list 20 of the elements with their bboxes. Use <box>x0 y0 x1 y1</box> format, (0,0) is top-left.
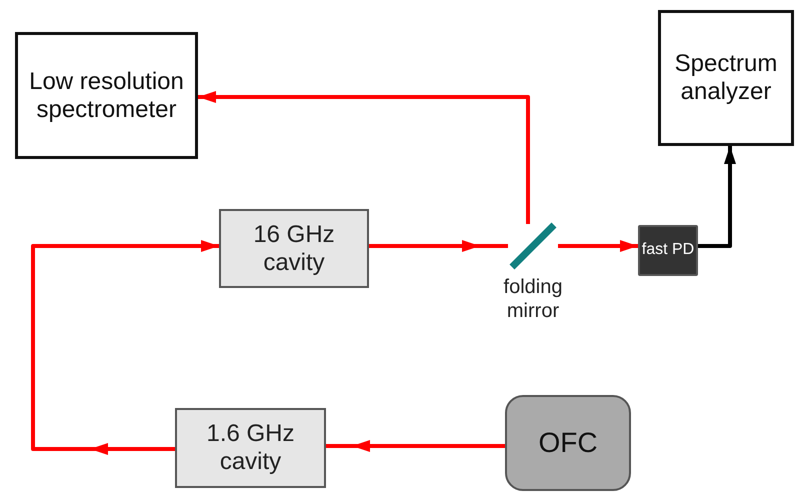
photodetector-box <box>638 225 698 276</box>
node-label: OFC <box>538 426 598 460</box>
laser-beam-arrow <box>198 91 530 224</box>
component-label: folding mirror <box>502 275 564 323</box>
node-label: 16 GHz cavity <box>252 220 336 276</box>
node-label: fast PD <box>642 241 694 260</box>
laser-beam-arrow <box>369 240 508 252</box>
comb-source-box <box>505 395 631 491</box>
node-label: Low resolution spectrometer <box>28 68 185 124</box>
signal-arrow <box>698 146 736 248</box>
analyzer-box <box>658 10 794 146</box>
mirror-drawing <box>508 221 558 271</box>
cavity-box <box>175 408 326 488</box>
laser-beam-arrow <box>558 240 638 252</box>
laser-beam-arrow <box>31 240 219 455</box>
cavity-box <box>219 209 369 288</box>
laser-beam-arrow <box>326 440 505 452</box>
node-label: 1.6 GHz cavity <box>205 420 296 476</box>
node-label: Spectrum analyzer <box>674 50 778 106</box>
spectrometer-box <box>15 32 198 159</box>
